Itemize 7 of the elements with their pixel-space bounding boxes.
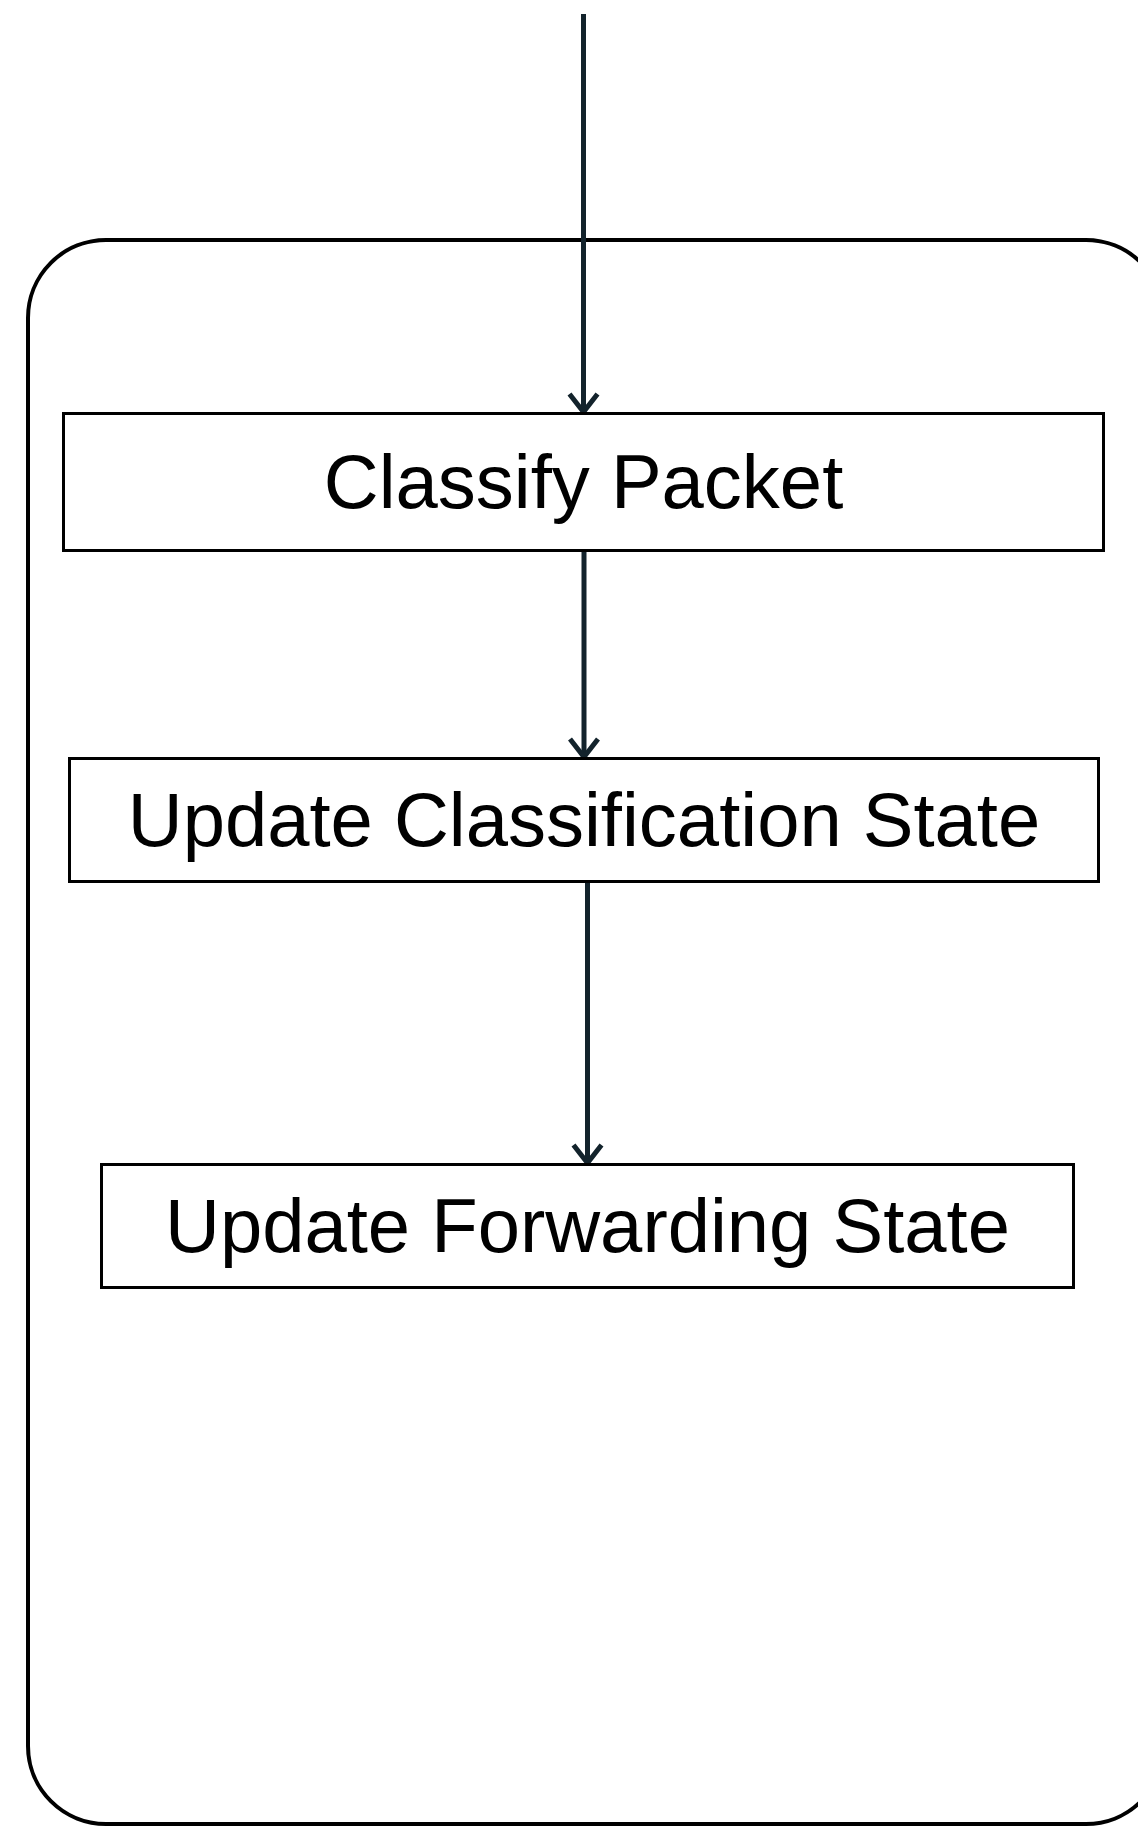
process-box <box>62 412 1105 552</box>
process-box <box>100 1163 1075 1289</box>
arrow <box>571 883 604 1166</box>
arrow <box>567 14 600 415</box>
process-box <box>68 757 1100 883</box>
arrow <box>567 552 601 760</box>
container-box <box>26 238 1138 1826</box>
